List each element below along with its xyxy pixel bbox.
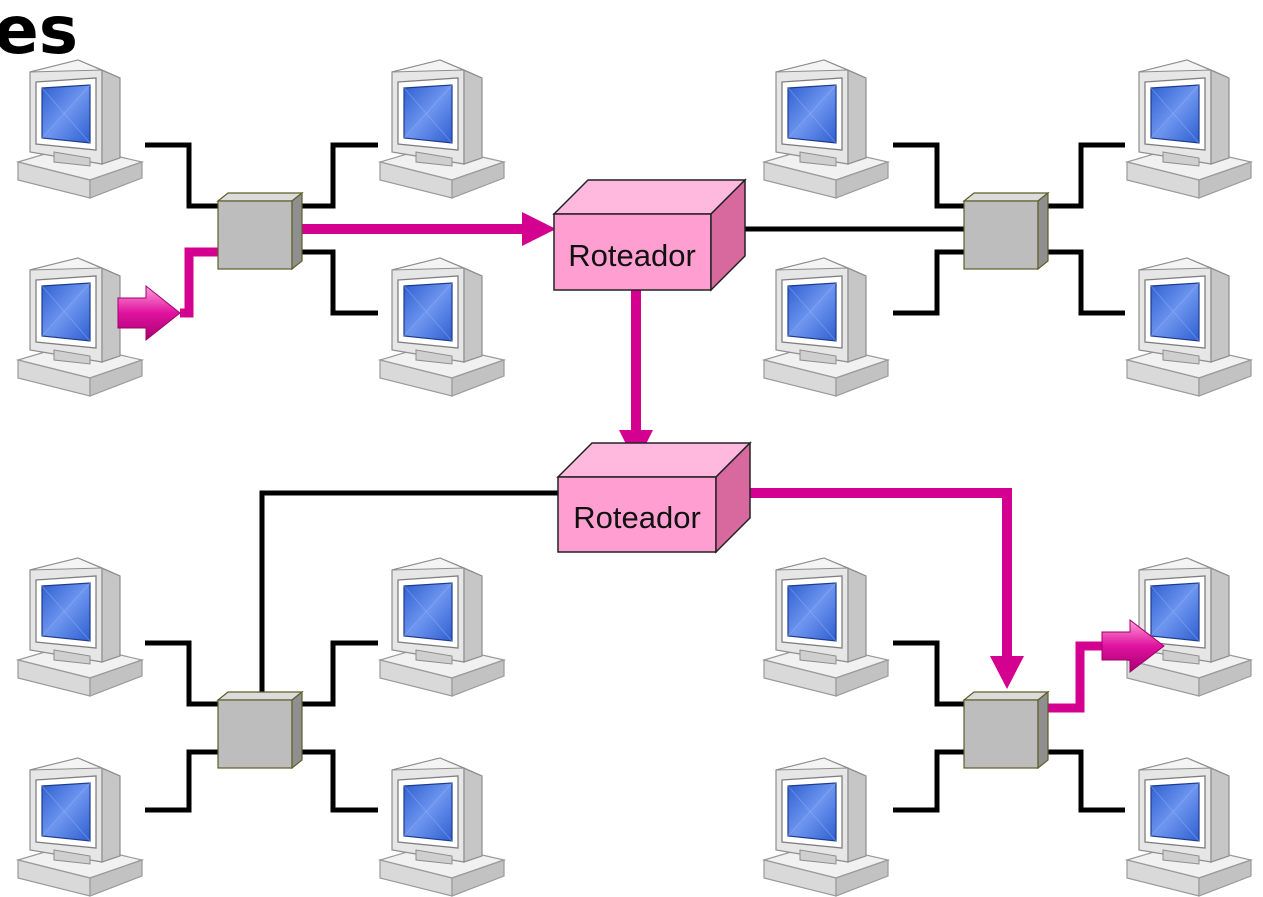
computer-icon: [17, 757, 143, 897]
computer-icon: [1126, 757, 1252, 897]
cables: [145, 142, 1125, 813]
switch-icon: [217, 691, 303, 769]
router-label: Roteador: [568, 238, 696, 273]
computer-icon: [379, 257, 505, 397]
computer-icon: [1126, 59, 1252, 199]
computer-icon: [17, 59, 143, 199]
router-label: Roteador: [573, 500, 701, 535]
computer-icon: [379, 757, 505, 897]
computer-icon: [763, 257, 889, 397]
arrow-icon: [522, 212, 556, 246]
computer-icon: [763, 557, 889, 697]
page-title-fragment: es: [0, 0, 78, 69]
source-arrow-icon: [117, 284, 181, 342]
computer-icon: [763, 59, 889, 199]
computer-icon: [763, 757, 889, 897]
computer-icon: [379, 59, 505, 199]
switch-icon: [217, 192, 303, 270]
switch-icon: [963, 192, 1049, 270]
destination-arrow-icon: [1101, 618, 1165, 674]
router-1: Roteador: [552, 178, 747, 292]
computer-icon: [1126, 557, 1252, 697]
switch-icon: [963, 691, 1049, 769]
router-2: Roteador: [556, 441, 752, 554]
computer-icon: [379, 557, 505, 697]
computer-icon: [1126, 257, 1252, 397]
arrow-icon: [990, 656, 1024, 689]
computer-icon: [17, 557, 143, 697]
